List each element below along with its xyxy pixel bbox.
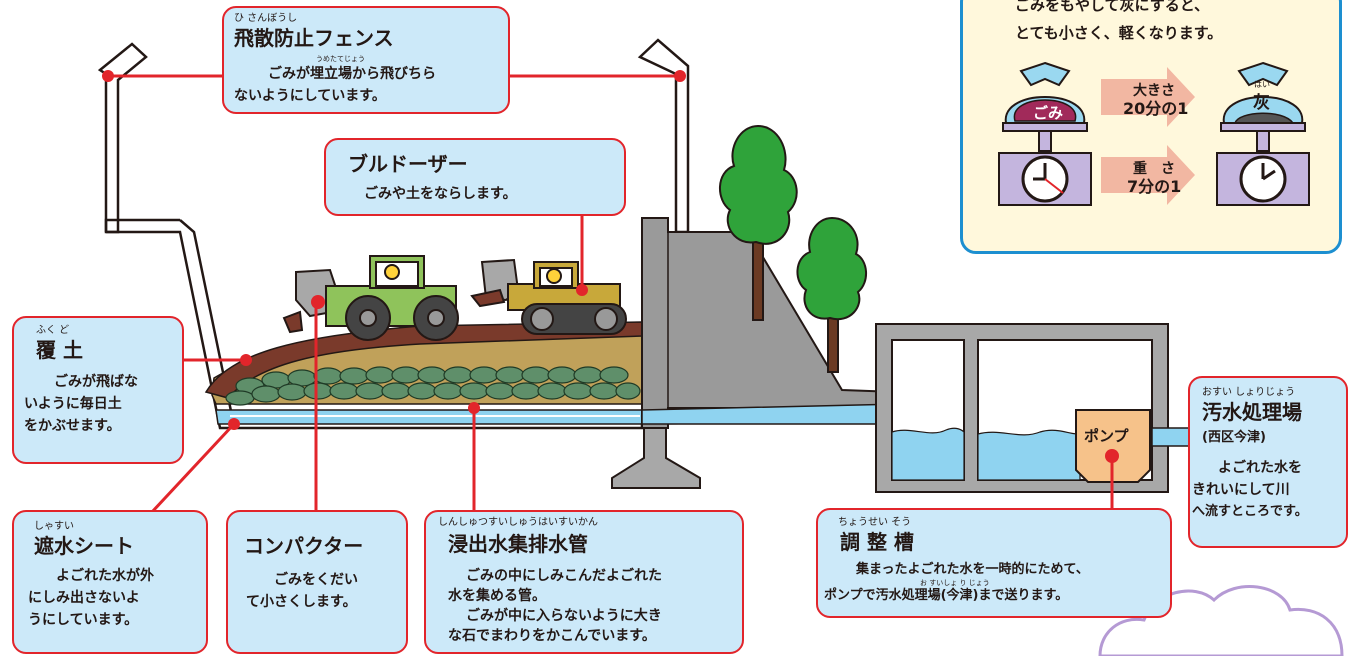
info-line1: ごみをもやして灰にすると、 [1015,0,1210,14]
pipe-line2: 水を集める管。 [448,588,546,604]
fence-post-left [97,42,148,234]
bulldozer-vehicle [470,258,627,335]
tank-line2-ruby: お すいしょ り じょう [920,579,990,587]
hai-ruby: はい [1254,80,1270,89]
compactor-vehicle [282,255,459,341]
cover-line2: いように毎日土 [24,396,122,412]
cover-ruby: ふく ど [36,325,70,336]
fence-title: 飛散防止フェンス [234,26,394,50]
sewage-sub: (西区今津) [1202,430,1266,445]
weight-label: 重 さ [1133,161,1175,177]
sheet-line2: にしみ出さないよ [28,590,140,606]
pipe-line4: な石でまわりをかこんでいます。 [448,628,656,644]
weight-arrow [1101,145,1195,205]
sewage-ruby: おすい しょりじょう [1202,387,1296,398]
size-arrow [1101,67,1195,127]
sheet-line1: よごれた水が外 [56,568,154,584]
drain-stones [225,366,641,406]
regulating-tank [875,323,1169,493]
pipe-title: 浸出水集排水管 [448,532,588,556]
sheet-title: 遮水シート [34,534,134,558]
sheet-ruby: しゃすい [34,521,74,532]
pump-label: ポンプ [1084,427,1129,445]
info-line2: とても小さく、軽くなります。 [1015,24,1223,42]
fence-ruby: ひ さんぼうし [234,13,298,24]
info-box: ごみをもやして灰にすると、 とても小さく、軽くなります。 ごみ はい 灰 大きさ… [960,0,1342,254]
bulldozer-title: ブルドーザー [348,152,468,176]
dam-footing [611,427,701,489]
callout-liner-sheet: しゃすい 遮水シート よごれた水が外 にしみ出さないよ うにしています。 [12,510,208,654]
tank-line1: 集まったよごれた水を一時的にためて、 [856,562,1089,577]
tree-1 [718,124,798,321]
callout-fence: ひ さんぼうし 飛散防止フェンス うめたてじょう ごみが埋立場から飛びちら ない… [222,6,510,114]
callout-sewage-plant: おすい しょりじょう 汚水処理場 (西区今津) よごれた水を きれいにして川 へ… [1188,376,1348,548]
size-value: 20分の1 [1123,99,1189,118]
compactor-title: コンパクター [244,534,364,558]
fence-line1: ごみが埋立場から飛びちら [268,66,436,82]
hai-label: 灰 [1253,93,1270,113]
tank-line2: ポンプで汚水処理場(今津)まで送ります。 [824,588,1069,603]
pipe-ruby: しんしゅつすいしゅうはいすいかん [438,517,598,528]
sewage-line3: へ流すところです。 [1192,504,1308,519]
callout-drain-pipe: しんしゅつすいしゅうはいすいかん 浸出水集排水管 ごみの中にしみこんだよごれた … [424,510,744,654]
compactor-line1: ごみをくだい [274,572,358,588]
cover-title: 覆 土 [36,338,83,362]
bulldozer-text: ごみや土をならします。 [364,186,517,202]
callout-bulldozer: ブルドーザー ごみや土をならします。 [324,138,626,216]
sewage-line1: よごれた水を [1218,460,1302,476]
compactor-line2: て小さくします。 [246,594,357,610]
tree-2 [796,216,867,373]
sewage-line2: きれいにして川 [1192,482,1290,498]
cover-line1: ごみが飛ばな [54,374,138,390]
callout-regulating-tank: ちょうせい そう 調 整 槽 集まったよごれた水を一時的にためて、 お すいしょ… [816,508,1172,618]
pump-box [1075,409,1151,483]
pipe-line1: ごみの中にしみこんだよごれた [466,568,662,584]
pipe-line3: ごみが中に入らないように大き [466,608,662,624]
size-label: 大きさ [1133,83,1175,99]
callout-compactor: コンパクター ごみをくだい て小さくします。 [226,510,408,654]
fence-text-ruby: うめたてじょう [316,55,365,63]
sewage-title: 汚水処理場 [1202,400,1302,424]
cover-line3: をかぶせます。 [24,418,121,434]
fence-post-right [637,38,690,234]
sheet-line3: うにしています。 [28,612,139,628]
scale-diagram [998,61,1310,206]
fence-line2: ないようにしています。 [234,88,386,104]
callout-cover-soil: ふく ど 覆 土 ごみが飛ばな いように毎日土 をかぶせます。 [12,316,184,464]
tank-title: 調 整 槽 [840,530,914,554]
tank-ruby: ちょうせい そう [838,517,912,528]
gomi-label: ごみ [1033,104,1064,122]
weight-value: 7分の1 [1127,177,1182,196]
